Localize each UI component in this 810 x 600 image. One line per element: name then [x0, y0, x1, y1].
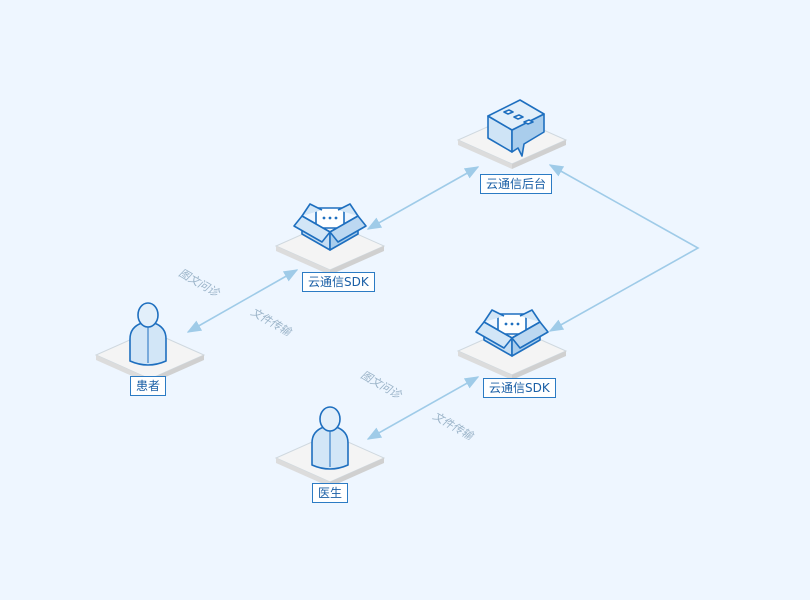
edge-label-doctor-file: 文件传输 [431, 409, 477, 443]
person-icon [129, 302, 167, 366]
node-label-backend: 云通信后台 [480, 174, 553, 194]
connector-patient-sdk [186, 269, 299, 333]
node-label-sdk-top: 云通信SDK [302, 272, 375, 292]
person-icon [311, 406, 349, 470]
node-label-sdk-bottom: 云通信SDK [483, 378, 556, 398]
edge-label-doctor-consult: 图文问诊 [359, 368, 405, 402]
connectors [186, 164, 700, 440]
connector-backend-sdk-bottom [548, 164, 700, 332]
open-box-icon [293, 203, 367, 251]
connector-doctor-sdk [366, 376, 480, 440]
connector-sdk-backend [366, 166, 480, 230]
node-label-doctor: 医生 [312, 483, 349, 503]
edge-label-patient-consult: 图文问诊 [177, 266, 223, 300]
edge-label-patient-file: 文件传输 [249, 305, 295, 339]
open-box-icon [475, 309, 549, 357]
building-icon [487, 99, 545, 157]
node-label-patient: 患者 [130, 376, 167, 396]
